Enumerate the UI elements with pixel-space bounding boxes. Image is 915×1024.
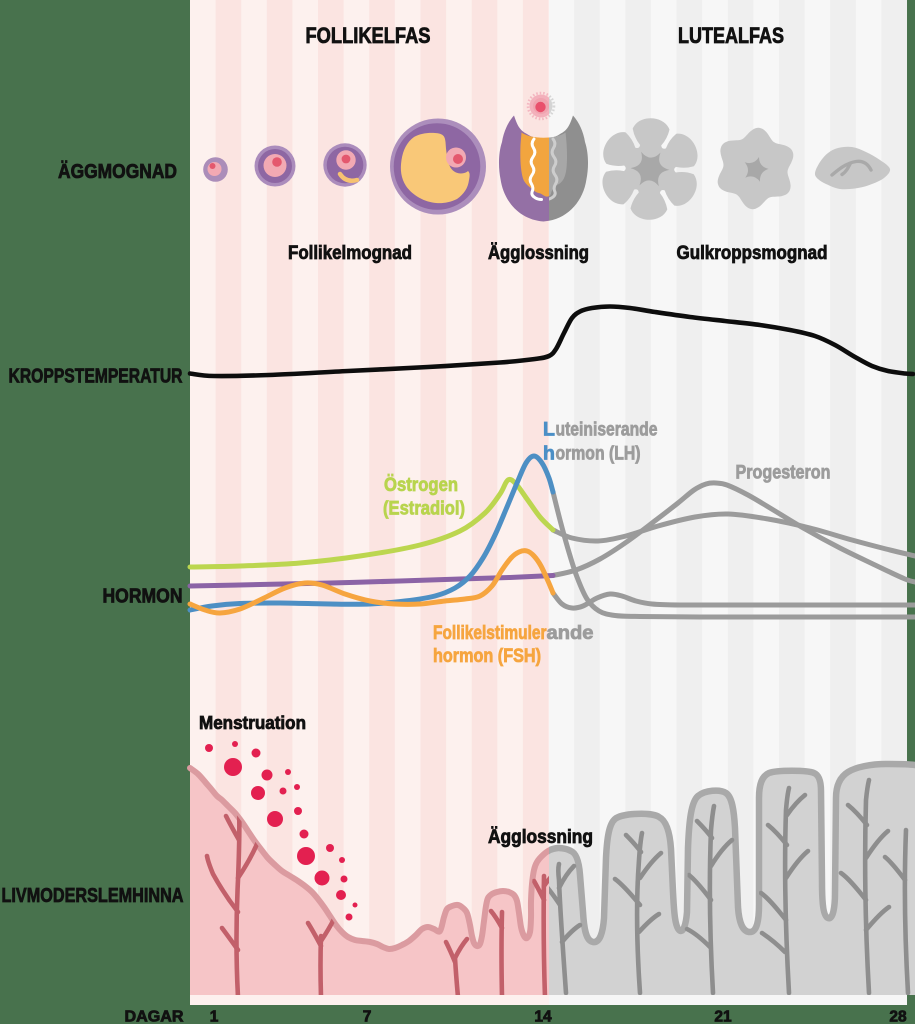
svg-text:HORMON: HORMON [103,586,183,608]
svg-text:Gulkroppsmognad: Gulkroppsmognad [677,243,828,264]
svg-text:21: 21 [714,1009,732,1024]
svg-text:Follikelstimuler: Follikelstimuler [433,622,547,644]
svg-text:uteiniserande: uteiniserande [556,419,658,441]
svg-text:ormon (LH): ormon (LH) [556,443,641,465]
svg-text:LUTEALFAS: LUTEALFAS [678,23,784,48]
svg-text:7: 7 [363,1009,372,1024]
svg-text:Östrogen: Östrogen [384,473,458,496]
svg-text:L: L [543,419,555,441]
svg-text:Ägglossning: Ägglossning [488,243,589,264]
svg-text:1: 1 [210,1009,219,1024]
svg-text:hormon (FSH): hormon (FSH) [433,645,541,667]
svg-text:(Estradiol): (Estradiol) [383,498,465,520]
svg-text:FOLLIKELFAS: FOLLIKELFAS [306,23,431,48]
svg-text:ande: ande [547,622,594,644]
svg-text:14: 14 [534,1009,552,1024]
svg-text:h: h [543,443,555,465]
svg-text:KROPPSTEMPERATUR: KROPPSTEMPERATUR [9,366,183,388]
svg-text:Menstruation: Menstruation [199,713,306,733]
svg-text:Progesteron: Progesteron [736,462,831,484]
svg-text:ÄGGMOGNAD: ÄGGMOGNAD [58,160,177,183]
svg-text:LIVMODERSLEMHINNA: LIVMODERSLEMHINNA [2,885,184,907]
svg-text:28: 28 [889,1009,907,1024]
svg-text:Follikelmognad: Follikelmognad [288,243,412,264]
svg-text:Ägglossning: Ägglossning [488,827,593,848]
svg-text:DAGAR: DAGAR [125,1009,184,1024]
